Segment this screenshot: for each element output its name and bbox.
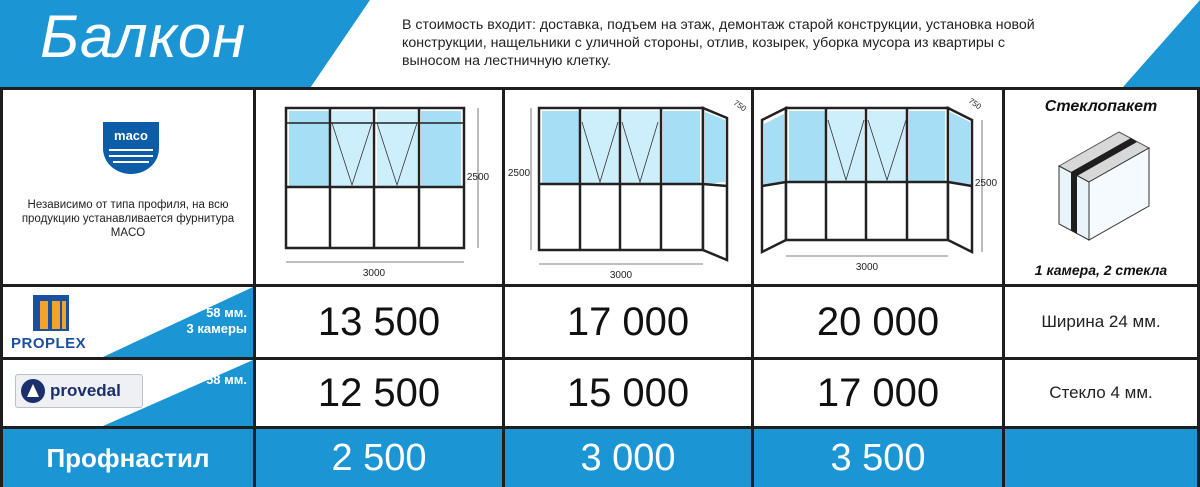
balcony-straight-diagram: 3000 2500 [284, 106, 490, 279]
height-label: 2500 [508, 168, 531, 179]
height-label: 2500 [975, 178, 998, 189]
proplex-brand-cell: PROPLEX 58 мм. 3 камеры [3, 287, 253, 357]
provedal-brand-name: provedal [50, 381, 121, 400]
price-provedal-1: 12 500 [256, 360, 502, 426]
height-label: 2500 [467, 172, 490, 183]
balcony-drawing-3: 3000 2500 750 [754, 90, 1002, 284]
provedal-spec: 58 мм. [206, 372, 247, 388]
proplex-spec-depth: 58 мм. [206, 305, 247, 320]
profnastil-label-cell: Профнастил [3, 429, 253, 487]
profnastil-label: Профнастил [46, 442, 210, 473]
glass-unit-cell: Стеклопакет 1 камера, 2 стекла [1005, 90, 1197, 284]
glass-unit-icon [1057, 131, 1151, 241]
provedal-spec-depth: 58 мм. [206, 372, 247, 387]
balcony-one-side-diagram: 3000 2500 750 [508, 98, 749, 281]
proplex-brand-name: PROPLEX [11, 335, 87, 352]
price-proplex-2: 17 000 [505, 287, 751, 357]
glass-thickness-note: Стекло 4 мм. [1005, 360, 1197, 426]
balcony-two-sides-diagram: 3000 2500 750 [760, 96, 998, 273]
price-includes-text: В стоимость входит: доставка, подъем на … [402, 17, 1035, 69]
maco-note: Независимо от типа профиля, на всю проду… [21, 199, 235, 239]
maco-logo-icon: maco [103, 122, 159, 174]
glass-width-note: Ширина 24 мм. [1005, 287, 1197, 357]
provedal-brand-cell: provedal 58 мм. [3, 360, 253, 426]
header: Балкон В стоимость входит: доставка, под… [0, 0, 1200, 87]
price-proplex-3: 20 000 [754, 287, 1002, 357]
price-table: maco Независимо от типа профиля, на всю … [0, 87, 1200, 487]
maco-cell: maco Независимо от типа профиля, на всю … [3, 90, 253, 284]
proplex-logo-icon [33, 295, 69, 331]
price-profnastil-1: 2 500 [256, 429, 502, 487]
profnastil-empty-cell [1005, 429, 1197, 487]
side-label: 750 [732, 98, 749, 113]
width-label: 3000 [363, 268, 386, 279]
proplex-spec-chambers: 3 камеры [186, 321, 247, 336]
corner-decoration [1123, 0, 1200, 87]
side-label: 750 [967, 96, 984, 111]
width-label: 3000 [610, 270, 633, 281]
balcony-drawing-1: 3000 2500 [256, 90, 502, 284]
price-provedal-2: 15 000 [505, 360, 751, 426]
provedal-logo: provedal [15, 374, 143, 408]
glass-title: Стеклопакет [1044, 98, 1158, 115]
price-provedal-3: 17 000 [754, 360, 1002, 426]
price-profnastil-3: 3 500 [754, 429, 1002, 487]
price-proplex-1: 13 500 [256, 287, 502, 357]
balcony-drawing-2: 3000 2500 750 [505, 90, 751, 284]
width-label: 3000 [856, 262, 879, 273]
page-title: Балкон [40, 3, 247, 70]
proplex-spec: 58 мм. 3 камеры [187, 305, 247, 337]
price-profnastil-2: 3 000 [505, 429, 751, 487]
provedal-logo-icon [21, 379, 45, 403]
title-banner [0, 0, 370, 87]
maco-logo-text: maco [114, 128, 148, 143]
glass-caption: 1 камера, 2 стекла [1034, 262, 1168, 278]
